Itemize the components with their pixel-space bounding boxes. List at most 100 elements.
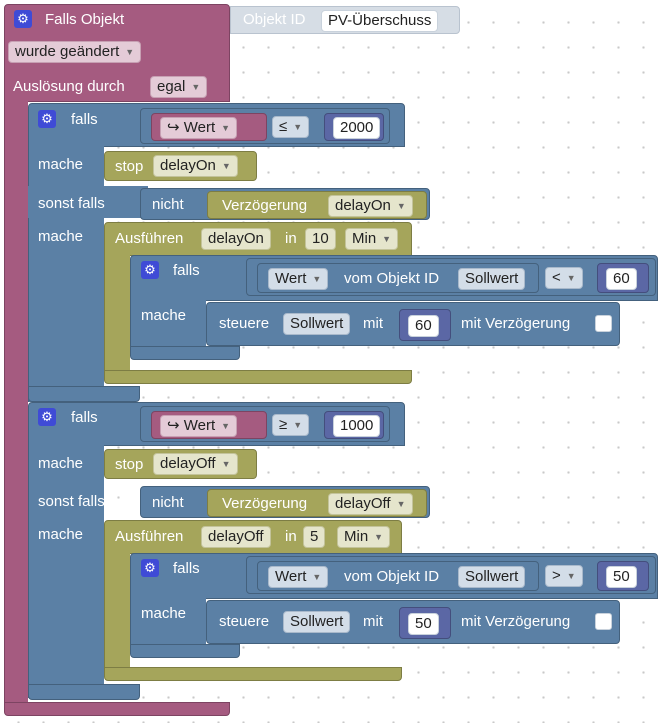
not-block-2[interactable]: nicht Verzögerung delayOff ▼ [140,486,430,518]
value-dropdown[interactable]: Wert▼ [268,566,329,588]
set-object-field[interactable]: Sollwert [283,611,351,633]
operator-value-1: ≤ [279,118,288,135]
delay-label: Verzögerung [222,495,308,512]
stop-target-dropdown[interactable]: delayOn▼ [153,155,238,177]
delay-check-block-1[interactable]: Verzögerung delayOn▼ [207,191,427,219]
variable-value-1: Wert [183,119,216,136]
dropdown-arrow-icon: ▼ [191,82,201,92]
variable-dropdown-2[interactable]: ↪ Wert▼ [160,415,238,437]
operator-dropdown-1[interactable]: ≤▼ [272,116,310,138]
dropdown-arrow-icon: ▼ [221,161,231,171]
not-label: nicht [152,494,184,511]
if-block-2-footer [28,684,140,700]
inner-compare-block-2[interactable]: Wert▼ vom Objekt ID Sollwert >▼ 50 [246,556,656,594]
delay-target-dropdown[interactable]: delayOn▼ [328,195,413,217]
dropdown-arrow-icon: ▼ [396,499,406,509]
object-id-label: Objekt ID [243,11,306,28]
changed-dropdown-text: wurde geändert [15,43,120,60]
gear-icon[interactable]: ⚙ [38,408,56,426]
dropdown-arrow-icon: ▼ [221,459,231,469]
time-value-field[interactable]: 10 [305,228,336,250]
stop-block-2[interactable]: stop delayOff▼ [104,449,257,479]
exec-name-field[interactable]: delayOff [201,526,271,548]
if-block-2-spine [28,440,104,698]
timeout-block-2[interactable]: Ausführen delayOff in 5 Min▼ [104,520,402,554]
compare-block-2[interactable]: ↪ Wert▼ ≥▼ 1000 [140,406,390,442]
unit-dropdown[interactable]: Min ▼ [337,526,391,548]
inner-number-value[interactable]: 50 [606,566,637,588]
inner-if-label: falls [173,560,200,577]
number-block-2[interactable]: 1000 [324,411,384,439]
delay-check-block-2[interactable]: Verzögerung delayOff ▼ [207,489,427,517]
inner-operator-dropdown[interactable]: <▼ [545,267,583,289]
delay-checkbox[interactable] [595,315,612,332]
if-label: falls [71,111,98,128]
object-id-value[interactable]: PV-Überschuss [321,10,439,32]
number-value-2[interactable]: 1000 [333,415,381,437]
dropdown-arrow-icon: ▼ [566,273,576,283]
set-number-block-1[interactable]: 60 [399,309,451,341]
value-dropdown[interactable]: Wert▼ [268,268,329,290]
inner-number-block-1[interactable]: 60 [597,263,649,293]
set-number-value[interactable]: 50 [408,613,439,635]
value-label: Wert [275,568,307,585]
number-block-1[interactable]: 2000 [324,113,384,141]
get-value-block-2[interactable]: Wert▼ vom Objekt ID Sollwert [257,561,539,591]
trigger-by-dropdown[interactable]: egal ▼ [150,76,208,98]
gear-icon[interactable]: ⚙ [38,110,56,128]
dropdown-arrow-icon: ▼ [221,421,231,431]
dropdown-arrow-icon: ▼ [293,122,303,132]
dropdown-arrow-icon: ▼ [312,274,322,284]
operator-dropdown-2[interactable]: ≥▼ [272,414,310,436]
delay-checkbox[interactable] [595,613,612,630]
unit-dropdown[interactable]: Min▼ [345,228,399,250]
gear-icon[interactable]: ⚙ [14,10,32,28]
compare-block-1[interactable]: ↪ Wert▼ ≤▼ 2000 [140,108,390,144]
inner-if-block-1-footer [130,346,240,360]
inner-compare-block-1[interactable]: Wert▼ vom Objekt ID Sollwert <▼ 60 [246,258,656,296]
trigger-by-text: egal [157,78,186,95]
inner-operator-value: > [552,567,561,584]
set-state-block-2[interactable]: steuere Sollwert mit 50 mit Verzögerung [206,600,620,644]
set-number-value[interactable]: 60 [408,315,439,337]
with-delay-label: mit Verzögerung [461,315,571,332]
inner-operator-dropdown[interactable]: >▼ [545,565,583,587]
do-label: mache [38,228,84,245]
set-object-field[interactable]: Sollwert [283,313,351,335]
gear-icon[interactable]: ⚙ [141,261,159,279]
gear-icon[interactable]: ⚙ [141,559,159,577]
changed-dropdown[interactable]: wurde geändert▼ [8,41,142,63]
timeout-block-1[interactable]: Ausführen delayOn in 10 Min▼ [104,222,412,256]
get-value-block-1[interactable]: Wert▼ vom Objekt ID Sollwert [257,263,539,293]
with-delay-label: mit Verzögerung [461,613,571,630]
inner-if-block-1-spine [130,300,206,348]
object-id-block[interactable]: Objekt ID PV-Überschuss [230,6,460,34]
exec-name-field[interactable]: delayOn [201,228,271,250]
dropdown-arrow-icon: ▼ [293,420,303,430]
set-number-block-2[interactable]: 50 [399,607,451,639]
variable-block-2[interactable]: ↪ Wert▼ [151,411,267,439]
not-block-1[interactable]: nicht Verzögerung delayOn▼ [140,188,430,220]
inner-number-value[interactable]: 60 [606,268,637,290]
timeout-block-1-spine [104,255,130,371]
exec-label: Ausführen [115,528,184,545]
unit-value: Min [344,528,369,545]
set-label: steuere [219,613,270,630]
inner-do-label: mache [141,605,187,622]
stop-block-1[interactable]: stop delayOn▼ [104,151,257,181]
object-field[interactable]: Sollwert [458,268,526,290]
elseif-label: sonst falls [38,195,105,212]
set-state-block-1[interactable]: steuere Sollwert mit 60 mit Verzögerung [206,302,620,346]
delay-target-value: delayOff [335,495,391,512]
inner-number-block-2[interactable]: 50 [597,561,649,591]
stop-target-dropdown[interactable]: delayOff▼ [153,453,238,475]
variable-block-1[interactable]: ↪ Wert▼ [151,113,267,141]
delay-target-dropdown[interactable]: delayOff ▼ [328,493,413,515]
object-field[interactable]: Sollwert [458,566,526,588]
timeout-block-2-spine [104,553,130,669]
number-value-1[interactable]: 2000 [333,117,381,139]
variable-dropdown-1[interactable]: ↪ Wert▼ [160,117,238,139]
dropdown-arrow-icon: ▼ [374,532,384,542]
time-value-field[interactable]: 5 [303,526,326,548]
